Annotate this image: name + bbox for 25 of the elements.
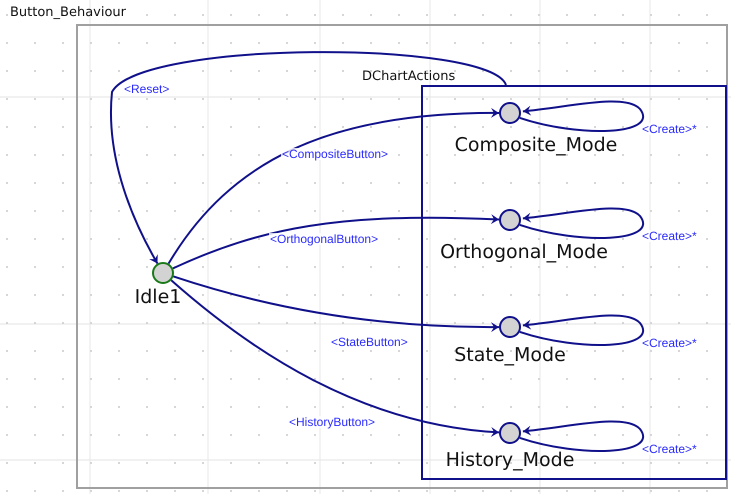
state-name: Idle1 (134, 288, 182, 307)
state-name: Composite_Mode (454, 136, 618, 155)
state-name: History_Mode (446, 451, 574, 470)
transition-arrow (110, 51, 507, 264)
transition-label: <Create>* (641, 123, 698, 135)
group-title: DChartActions (362, 70, 456, 83)
transition-label: <Reset> (123, 83, 170, 95)
state-name: Orthogonal_Mode (440, 243, 608, 262)
transition-label: <Create>* (641, 337, 698, 349)
transition-label: <Create>* (641, 443, 698, 455)
transition-label: <StateButton> (330, 336, 409, 348)
transition-arrow (168, 108, 500, 264)
transition-arrow (173, 276, 499, 332)
transition-label: <OrthogonalButton> (269, 233, 380, 245)
group-title: Button_Behaviour (10, 6, 126, 19)
transition-label: <Create>* (641, 230, 698, 242)
self-transition-arrow (520, 100, 644, 132)
state-name: State_Mode (454, 346, 566, 365)
transition-label: <CompositeButton> (281, 148, 390, 160)
self-transition-arrow (520, 208, 644, 239)
transition-arrow (170, 280, 500, 437)
self-transition-arrow (520, 314, 644, 346)
self-transition-arrow (520, 420, 644, 452)
transition-arrow (172, 214, 500, 270)
transition-label: <HistoryButton> (288, 416, 376, 428)
